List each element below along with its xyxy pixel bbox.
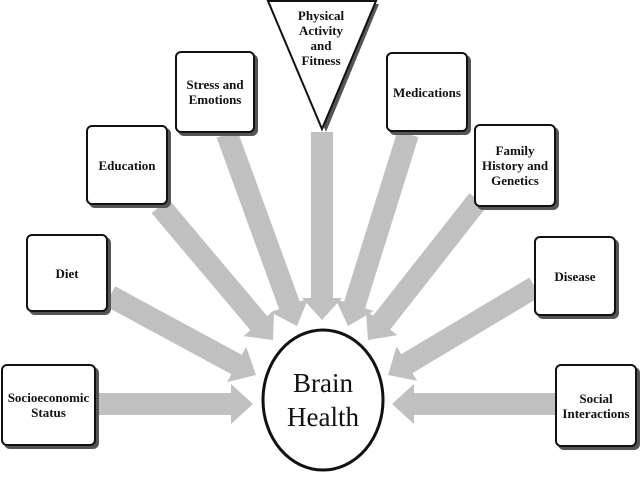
family-history-label: Family History and Genetics — [481, 143, 549, 188]
education-box: Education — [86, 125, 168, 205]
brain-health-ellipse — [261, 328, 385, 472]
medications-label: Medications — [393, 84, 461, 100]
arrow-diet — [104, 286, 256, 383]
arrow-socioeconomic — [98, 384, 253, 424]
education-label: Education — [98, 157, 156, 173]
arrow-stress — [216, 130, 309, 326]
social-interactions-label: Social Interactions — [562, 390, 630, 421]
socioeconomic-status-box: Socioeconomic Status — [1, 364, 96, 446]
arrow-medications — [335, 130, 419, 326]
brain-health-label: Brain Health — [287, 368, 359, 432]
medications-box: Medications — [386, 52, 468, 132]
physical-activity-label: Physical Activity and Fitness — [297, 8, 345, 68]
brain-health-text: Brain Health — [262, 330, 384, 470]
diet-box: Diet — [26, 234, 108, 312]
stress-emotions-box: Stress and Emotions — [175, 51, 255, 133]
arrow-social — [392, 384, 555, 424]
social-interactions-box: Social Interactions — [555, 364, 637, 447]
disease-label: Disease — [554, 268, 596, 284]
diet-label: Diet — [55, 265, 79, 281]
arrow-physical — [302, 132, 342, 320]
arrow-group — [98, 130, 555, 424]
arrow-disease — [388, 277, 541, 381]
socioeconomic-status-label: Socioeconomic Status — [7, 390, 90, 420]
stress-emotions-label: Stress and Emotions — [186, 77, 244, 107]
arrow-family — [365, 193, 487, 340]
arrow-education — [151, 198, 275, 340]
family-history-box: Family History and Genetics — [474, 124, 556, 207]
disease-box: Disease — [534, 236, 616, 316]
physical-activity-triangle — [266, 0, 378, 132]
